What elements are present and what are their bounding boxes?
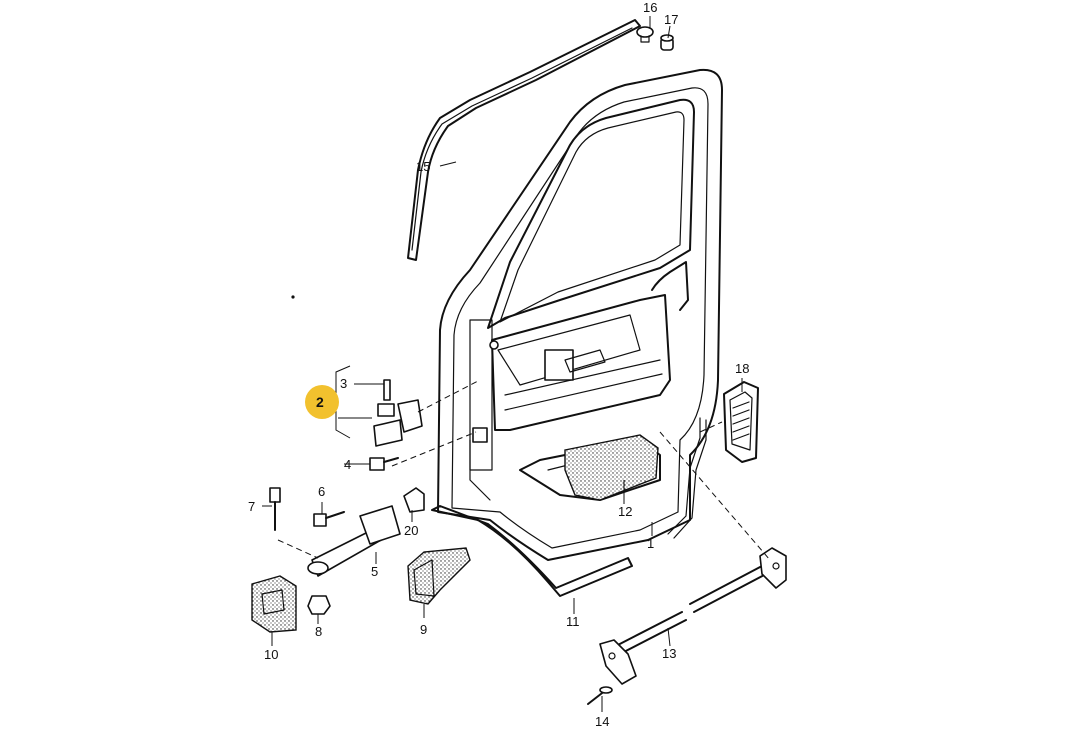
callout-14[interactable]: 14 — [595, 714, 609, 729]
window-channel-15 — [407, 19, 641, 261]
door-check-5 — [307, 505, 401, 577]
pin-7 — [269, 487, 281, 531]
callout-5[interactable]: 5 — [371, 564, 378, 579]
callout-12[interactable]: 12 — [618, 504, 632, 519]
hinge-assembly-2 — [373, 379, 423, 447]
callout-4[interactable]: 4 — [344, 457, 351, 472]
weatherstrip-11 — [431, 505, 633, 597]
stopper-17 — [660, 34, 674, 51]
callout-1[interactable]: 1 — [647, 536, 654, 551]
callout-labels: 16 17 15 18 3 2 4 6 7 20 12 1 5 11 8 9 1… — [248, 0, 749, 729]
door-shell — [437, 68, 723, 561]
vent-grille-18 — [723, 381, 759, 463]
callout-17[interactable]: 17 — [664, 12, 678, 27]
callout-3[interactable]: 3 — [340, 376, 347, 391]
rivet-14 — [587, 686, 613, 705]
support-strut-13 — [599, 547, 787, 685]
bolt-6 — [313, 511, 345, 527]
clip-16 — [636, 26, 654, 43]
callout-10[interactable]: 10 — [264, 647, 278, 662]
clip-20 — [403, 487, 425, 513]
insulation-pad-12 — [564, 434, 659, 501]
callout-2[interactable]: 2 — [316, 394, 324, 410]
callout-15[interactable]: 15 — [416, 159, 430, 174]
callout-18[interactable]: 18 — [735, 361, 749, 376]
callout-11[interactable]: 11 — [566, 614, 580, 629]
reference-lines — [277, 379, 771, 561]
bolt-4 — [369, 457, 399, 471]
callout-8[interactable]: 8 — [315, 624, 322, 639]
callout-7[interactable]: 7 — [248, 499, 255, 514]
stray-mark — [291, 295, 295, 299]
pad-9 — [407, 547, 471, 605]
callout-13[interactable]: 13 — [662, 646, 676, 661]
highlight-marker-2[interactable] — [305, 385, 339, 419]
callout-6[interactable]: 6 — [318, 484, 325, 499]
callout-20[interactable]: 20 — [404, 523, 418, 538]
callout-9[interactable]: 9 — [420, 622, 427, 637]
callout-16[interactable]: 16 — [643, 0, 657, 15]
pad-10 — [251, 575, 297, 633]
nut-8 — [307, 595, 331, 615]
